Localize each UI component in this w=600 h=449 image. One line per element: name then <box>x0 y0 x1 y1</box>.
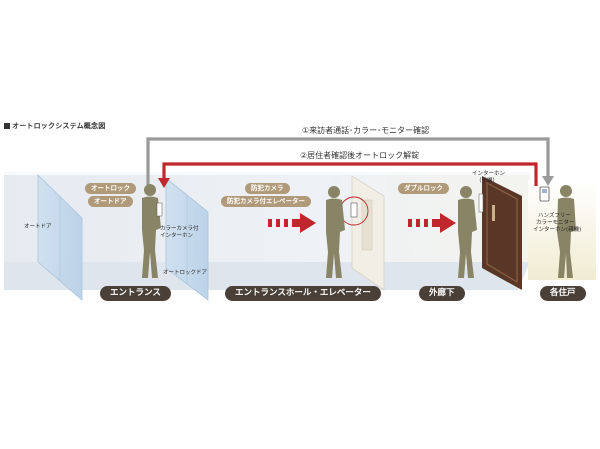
tag-camera: 防犯カメラ <box>245 183 290 194</box>
label-interphone-2: （子機） <box>476 178 499 184</box>
label-handsfree-2: カラーモニター <box>536 220 575 226</box>
label-handsfree-3: インターホン(親機) <box>533 227 582 233</box>
diagram-title: オートロックシステム概念図 <box>4 121 105 131</box>
person-silhouette-hall <box>326 186 345 278</box>
tag-autodoor: オートドア <box>88 196 133 207</box>
movement-arrow-2 <box>408 213 456 233</box>
label-color-camera-2: インターホン <box>160 233 194 239</box>
tag-double-lock: ダブルロック <box>398 183 449 194</box>
zone-hall-elevator: エントランスホール・エレベーター <box>225 286 381 301</box>
flow-arrow-red <box>158 162 538 188</box>
label-autolock-door: オートロックドア <box>163 270 208 276</box>
auto-door-glass <box>37 174 83 301</box>
zone-entrance: エントランス <box>100 286 171 301</box>
label-interphone-1: インターホン <box>472 171 506 177</box>
label-handsfree-1: ハンズフリー <box>538 213 571 219</box>
zone-home: 各住戸 <box>540 286 586 301</box>
flow-label-unlock: ②居住者確認後オートロック解錠 <box>300 151 420 160</box>
tag-autolock: オートロック <box>85 183 136 194</box>
label-auto-door: オートドア <box>24 224 52 230</box>
person-silhouette-entrance <box>142 184 163 278</box>
person-silhouette-corridor <box>458 186 477 278</box>
elevator-camera-panel-icon <box>350 202 358 218</box>
movement-arrow-1 <box>268 213 316 233</box>
interphone-sub-icon <box>478 193 484 213</box>
zone-corridor: 外廊下 <box>419 286 465 301</box>
person-silhouette-home <box>557 185 576 278</box>
flow-arrow-gray <box>146 137 554 186</box>
tag-camera-elevator: 防犯カメラ付エレベーター <box>221 196 311 207</box>
corridor-wall <box>4 172 530 290</box>
autolock-door-glass <box>165 177 209 301</box>
flow-label-visitor-call: ①来訪者通話･カラー･モニター確認 <box>302 126 430 135</box>
apartment-door <box>478 176 522 290</box>
label-color-camera-1: カラーカメラ付 <box>160 226 199 232</box>
